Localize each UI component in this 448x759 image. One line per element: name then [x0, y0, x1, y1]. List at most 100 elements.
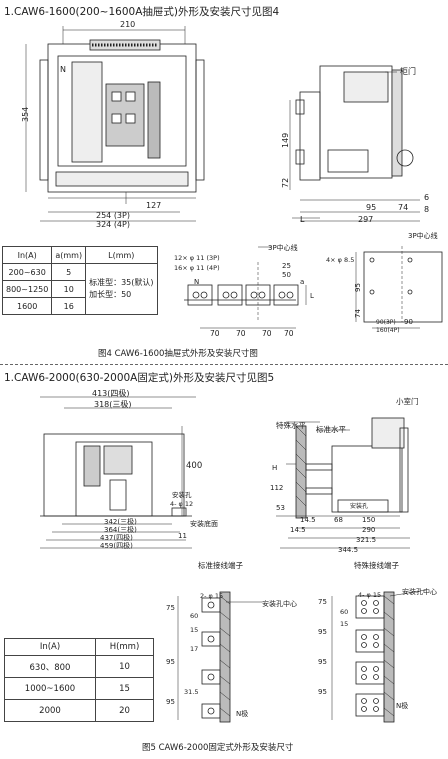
dim-fixed-413: 413(四极): [92, 388, 130, 398]
dim-pitch: 70: [262, 329, 272, 338]
dim-fixed-318: 318(三极): [94, 399, 132, 409]
dim-fixed-342: 342(三极): [104, 517, 137, 526]
dim-front-width: 210: [120, 20, 135, 29]
std-terminal-holes: 2- φ 15: [200, 592, 223, 600]
std-dim: 95: [166, 658, 175, 666]
dim-mount-90: 90: [404, 318, 413, 326]
dim-pitch: 70: [284, 329, 294, 338]
table-cell-length: 标准型：35(默认) 加长型：50: [85, 263, 158, 315]
dim-fixed-459: 459(四极): [100, 541, 133, 550]
dim-fixed-11: 11: [178, 532, 187, 540]
spc-terminal-n-pole: N极: [396, 701, 408, 710]
terminal-view: [184, 246, 307, 329]
dim-front-height: 354: [21, 107, 30, 122]
side-label-special: 特殊水平: [276, 420, 306, 430]
std-dim: 15: [190, 626, 198, 634]
dim-fixed-364: 364(三极): [104, 525, 137, 534]
spc-dim: 15: [340, 620, 348, 628]
breaker-side-view: [289, 65, 420, 222]
length-standard: 标准型：35(默认): [89, 278, 154, 287]
side-label-l: L: [300, 215, 305, 224]
section1-title: 1.CAW6-1600(200~1600A抽屉式)外形及安装尺寸见图4: [4, 6, 280, 18]
front-label-n: N: [60, 65, 66, 74]
terminal-holes-3p: 12× φ 11 (3P): [174, 254, 220, 262]
std-terminal-title: 标准接线端子: [198, 560, 243, 570]
dim-side-149: 149: [281, 133, 290, 148]
spc-dim: 75: [318, 598, 327, 606]
dim-terminal-l: L: [310, 292, 314, 300]
terminal-center-line: 3P中心线: [268, 243, 298, 252]
dim-side-14-5: 14.5: [300, 516, 316, 524]
mount-hole-spec: 4- φ 12: [170, 500, 193, 508]
spc-terminal-holes: 4- φ 15: [358, 591, 381, 599]
dim-terminal-a: a: [300, 278, 304, 286]
side-mount-hole: 安装孔: [350, 502, 368, 510]
dim-side-297: 297: [358, 215, 373, 224]
dim-side-8: 8: [424, 205, 429, 214]
std-dim: 75: [166, 604, 175, 612]
dim-terminal-25: 25: [282, 262, 291, 270]
dim-side-53: 53: [276, 504, 285, 512]
fixed-breaker-front-view: [40, 396, 196, 549]
length-extended: 加长型：50: [89, 290, 132, 299]
dim-side-150: 150: [362, 516, 375, 524]
side-label-standard: 标准水平: [316, 424, 346, 434]
std-dim: 31.5: [184, 688, 198, 696]
mount-hole-label: 安装孔: [172, 490, 192, 499]
dim-side-14-5b: 14.5: [290, 526, 306, 534]
spc-terminal-title: 特殊接线端子: [354, 560, 399, 570]
table-cell: 20: [94, 699, 155, 722]
spc-dim: 60: [340, 608, 348, 616]
mounting-view: [355, 246, 443, 329]
std-dim: 60: [190, 612, 198, 620]
side-label-small-door: 小室门: [396, 396, 419, 406]
dim-side-74: 74: [398, 203, 408, 212]
spc-terminal-center: 安装孔中心: [402, 587, 437, 596]
dim-pitch: 70: [236, 329, 246, 338]
dim-side-290: 290: [362, 526, 375, 534]
dim-fixed-400: 400: [186, 461, 202, 471]
dim-side-112: 112: [270, 484, 283, 492]
terminal-holes-4p: 16× φ 11 (4P): [174, 264, 220, 272]
table-cell: 16: [51, 297, 87, 315]
std-dim: 95: [166, 698, 175, 706]
mount-center-line: 3P中心线: [408, 231, 438, 240]
std-terminal-center: 安装孔中心: [262, 599, 297, 608]
dim-side-h: H: [272, 464, 277, 472]
figure5-caption: 图5 CAW6-2000固定式外形及安装尺寸: [142, 743, 294, 753]
dim-mount-74: 74: [354, 309, 362, 318]
dim-side-6: 6: [424, 193, 429, 202]
dim-side-95: 95: [366, 203, 376, 212]
mount-base-label: 安装底面: [190, 519, 218, 528]
spc-dim: 95: [318, 628, 327, 636]
std-terminal-n-pole: N极: [236, 709, 248, 718]
dim-pitch: 70: [210, 329, 220, 338]
spc-dim: 95: [318, 658, 327, 666]
standard-terminal-view: [177, 591, 262, 723]
spc-dim: 95: [318, 688, 327, 696]
std-dim: 17: [190, 645, 198, 653]
figure4-caption: 图4 CAW6-1600抽屉式外形及安装尺寸图: [98, 349, 258, 359]
section2-title: 1.CAW6-2000(630-2000A固定式)外形及安装尺寸见图5: [4, 372, 275, 384]
dim-terminal-50: 50: [282, 271, 291, 279]
dim-side-344-5: 344.5: [338, 546, 358, 554]
figure4-spec-table: In(A) a(mm) L(mm) 200~630 5 标准型：35(默认) 加…: [1, 246, 158, 315]
dim-mount-95: 95: [354, 283, 362, 292]
dim-front-3p: 254 (3P): [96, 211, 130, 220]
dim-mount-160-4p: 160(4P): [376, 327, 400, 334]
special-terminal-view: [331, 589, 427, 723]
dim-front-127: 127: [146, 201, 161, 210]
terminal-label-n: N: [194, 278, 199, 286]
fixed-breaker-side-view: [276, 417, 410, 549]
table-cell: 1600: [1, 297, 53, 315]
breaker-front-view: [25, 26, 205, 222]
section-divider: [0, 364, 448, 365]
figure5-spec-table: In(A) H(mm) 630、800 10 1000~1600 15 2000…: [4, 638, 155, 722]
dim-mount-90-3p: 90(3P): [376, 319, 396, 326]
dim-fixed-437: 437(四极): [100, 533, 133, 542]
dim-side-68: 68: [334, 516, 343, 524]
dim-side-72: 72: [281, 178, 290, 188]
side-label-door: 柜门: [400, 66, 416, 76]
dim-front-4p: 324 (4P): [96, 220, 130, 229]
